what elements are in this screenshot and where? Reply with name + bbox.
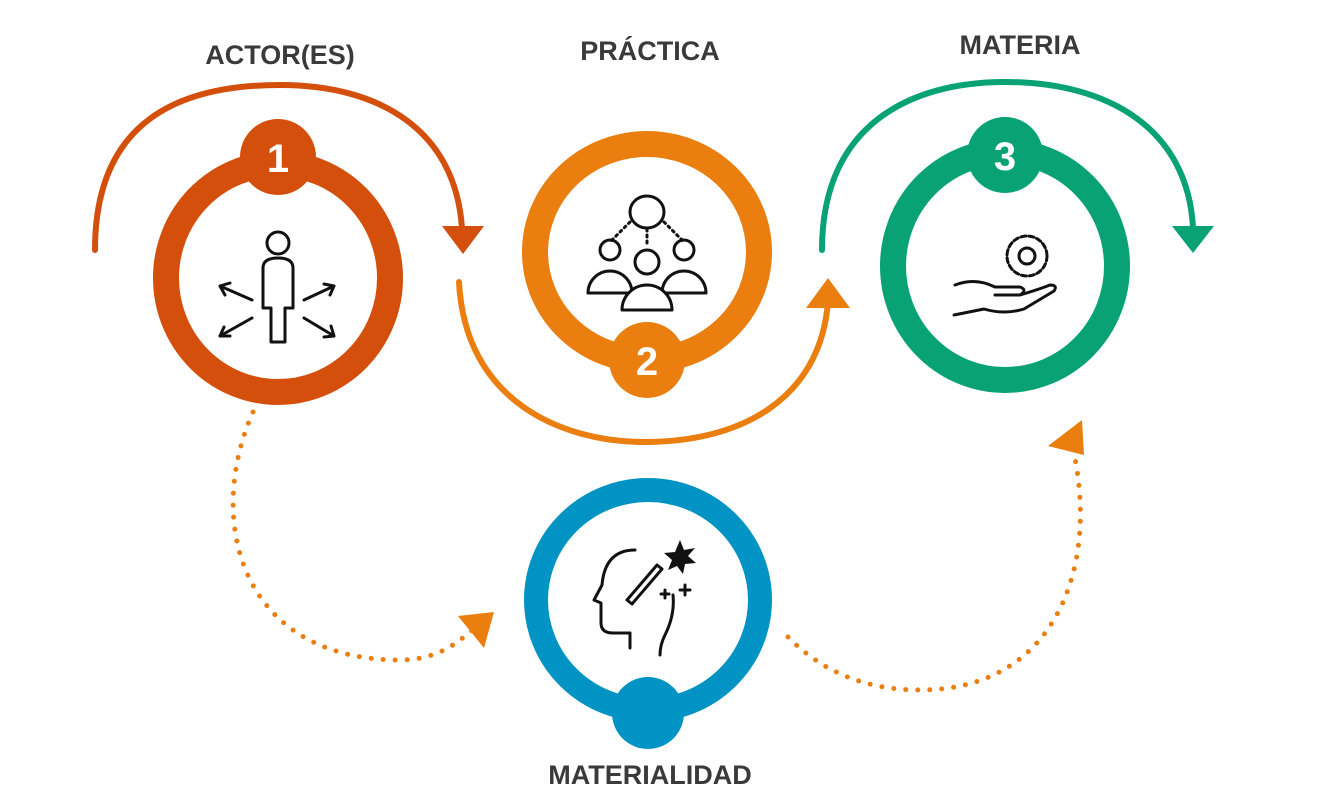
- label-materia: MATERIA: [959, 30, 1081, 60]
- arrow-materia-out: [819, 78, 1214, 253]
- label-actores: ACTOR(ES): [205, 40, 355, 70]
- badge-1: [240, 119, 316, 195]
- person-arrows-icon: [218, 230, 336, 344]
- arrow-actores-to-practica: [92, 81, 484, 254]
- hand-gear-icon: [952, 234, 1057, 317]
- badge-2: [609, 322, 685, 398]
- head-magic-wand-icon: [592, 540, 696, 657]
- node-actores: 1: [153, 119, 403, 405]
- badge-4: [612, 677, 684, 749]
- dotted-arrow-materialidad-to-materia: [785, 420, 1084, 693]
- label-materialidad: MATERIALIDAD: [548, 760, 752, 790]
- badge-3: [967, 117, 1043, 193]
- node-materia: 3: [880, 117, 1130, 393]
- group-network-icon: [586, 194, 708, 312]
- badge-1-number: 1: [267, 137, 289, 181]
- label-practica: PRÁCTICA: [580, 36, 720, 66]
- node-materialidad: [524, 478, 772, 749]
- node-practica: 2: [522, 131, 772, 398]
- badge-2-number: 2: [636, 340, 658, 384]
- dotted-arrow-actores-to-materialidad: [230, 409, 494, 663]
- badge-3-number: 3: [994, 135, 1016, 179]
- arrow-practica-to-materia: [456, 278, 850, 446]
